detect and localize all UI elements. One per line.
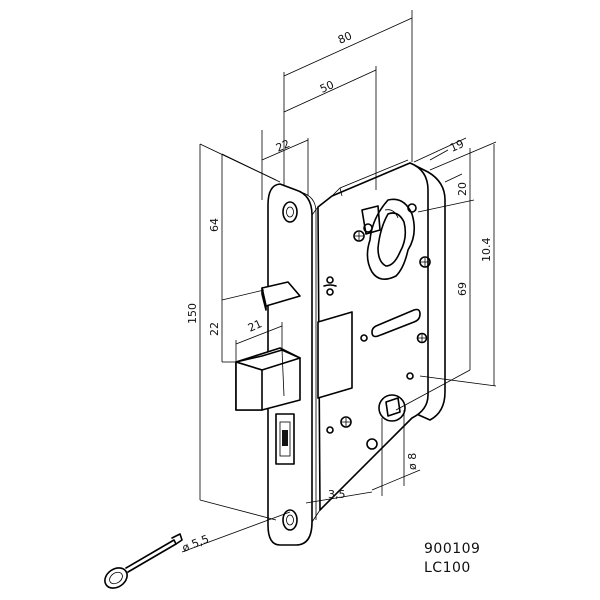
dim-21: 21 — [246, 317, 264, 335]
dimension-lines — [181, 10, 497, 553]
dim-3-5: 3,5 — [328, 488, 346, 501]
dim-8: ø 8 — [406, 453, 419, 470]
product-model: LC100 — [424, 560, 471, 576]
dim-22-top: 22 — [274, 137, 292, 155]
dim-150: 150 — [186, 303, 199, 324]
latch-bolt — [235, 311, 353, 411]
latch-small — [261, 281, 301, 311]
dim-80: 80 — [336, 29, 354, 47]
cylinder-hole — [353, 198, 416, 280]
dim-104: 10.4 — [480, 238, 493, 263]
screw-details — [323, 203, 431, 450]
dim-5-5: ø 5,5 — [180, 532, 211, 554]
key — [104, 533, 183, 589]
dim-20: 20 — [456, 182, 469, 196]
dimension-labels: 80 50 22 19 20 64 150 10.4 69 22 21 ø 8 … — [180, 29, 493, 555]
product-number: 900109 — [424, 541, 481, 557]
dim-19: 19 — [448, 137, 466, 155]
spindle-hole — [378, 394, 406, 422]
dim-64: 64 — [208, 218, 221, 232]
bottom-screw-hole — [282, 509, 298, 531]
deadbolt-window — [275, 413, 295, 465]
top-screw-hole — [282, 201, 298, 223]
dim-50: 50 — [318, 78, 336, 96]
dim-69: 69 — [456, 282, 469, 296]
dim-22-mid: 22 — [208, 322, 221, 336]
